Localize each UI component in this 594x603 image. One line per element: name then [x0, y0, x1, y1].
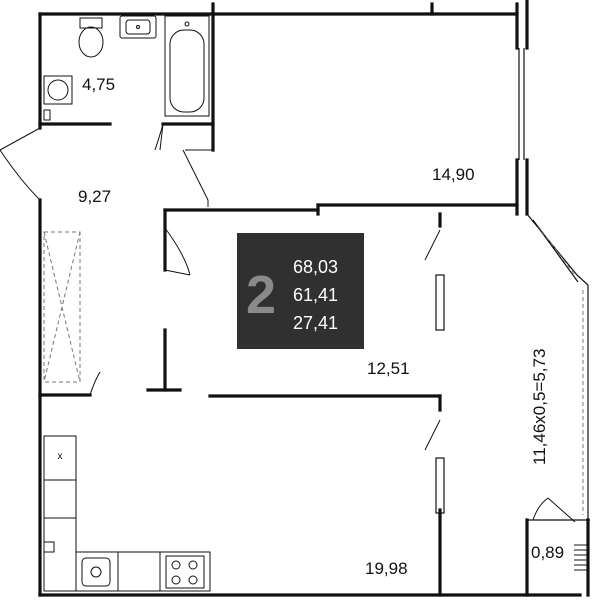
windows: [435, 274, 445, 514]
apartment-badge: 2 68,03 61,41 27,41: [237, 233, 364, 349]
washing-machine-icon: [43, 75, 73, 105]
stove-icon: [165, 555, 205, 589]
bedroom-large-area: 14,90: [432, 165, 475, 184]
outer-walls: [38, 0, 582, 597]
residential-area: 27,41: [293, 313, 338, 333]
bathtub-icon: [164, 15, 210, 117]
kitchen-living-area: 19,98: [365, 559, 408, 578]
bathroom-fixtures: [43, 15, 210, 121]
loggia-area: 11,46x0,5=5,73: [530, 349, 549, 465]
doors: [0, 123, 441, 451]
loggia: [525, 213, 590, 597]
balcony-small-area: 0,89: [531, 543, 564, 562]
bathroom-area: 4,75: [82, 75, 115, 94]
total-area: 68,03: [293, 257, 338, 277]
rooms-count: 2: [246, 265, 276, 325]
washbasin-icon: [119, 15, 157, 39]
badge-background: [237, 233, 364, 349]
living-area: 61,41: [293, 285, 338, 305]
toilet-icon: [78, 17, 104, 58]
sink-icon: [81, 557, 111, 587]
cabinet-x-mark: x: [58, 451, 63, 462]
hallway-area: 9,27: [78, 187, 111, 206]
interior-walls: [38, 12, 519, 597]
hallway-wardrobe: [43, 231, 81, 383]
bedroom-middle-area: 12,51: [367, 359, 410, 378]
kitchen-fixtures: [43, 435, 211, 592]
